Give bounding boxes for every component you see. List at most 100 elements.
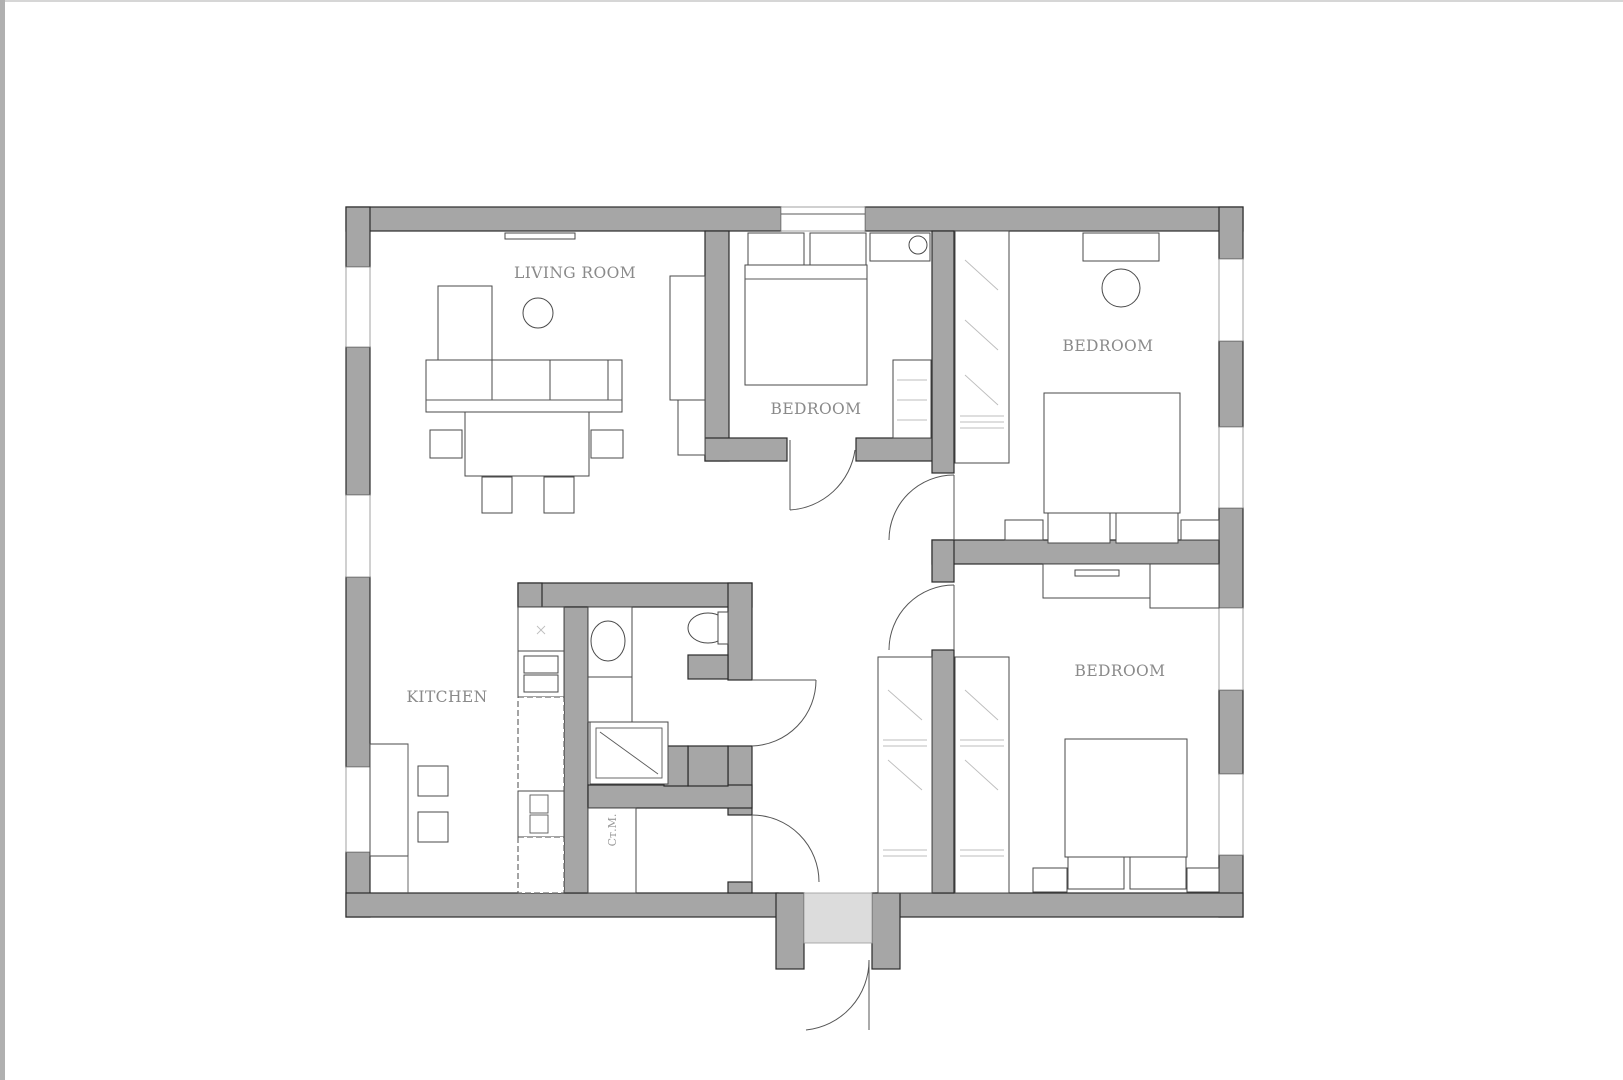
nightstand-tr-right bbox=[1180, 519, 1220, 541]
dresser-top-bedroom bbox=[1082, 232, 1160, 262]
double-bed-top-right bbox=[1043, 392, 1181, 514]
top-right-bedroom-furniture bbox=[954, 230, 1220, 544]
wardrobe-hatch-2 bbox=[964, 319, 999, 351]
wall-bedrooms-divider bbox=[931, 539, 1220, 565]
window-right-4 bbox=[1218, 773, 1244, 856]
living-room-furniture bbox=[425, 232, 706, 514]
wall-entrance-left bbox=[775, 892, 805, 970]
bathroom-fixtures bbox=[587, 606, 729, 894]
doors bbox=[751, 440, 955, 1031]
wall-right-2 bbox=[1218, 340, 1244, 428]
wall-bottom-right bbox=[875, 892, 1244, 918]
wall-bath-nib-top bbox=[687, 654, 729, 680]
window-right-1 bbox=[1218, 258, 1244, 342]
window-left-3 bbox=[345, 766, 371, 853]
window-top bbox=[780, 206, 866, 232]
windows bbox=[345, 206, 1244, 856]
wall-bath-bottom bbox=[587, 784, 753, 809]
wardrobe-hatch-3 bbox=[964, 374, 999, 406]
wall-right-1 bbox=[1218, 206, 1244, 260]
side-cabinet bbox=[677, 399, 706, 456]
wall-bath-top bbox=[517, 582, 753, 608]
kitchen-counter-bottom bbox=[517, 836, 565, 894]
wall-shelf bbox=[504, 232, 576, 240]
wall-entrance-right bbox=[871, 892, 901, 970]
wall-bath-nib-bottom bbox=[687, 745, 729, 787]
wardrobe-b-hatch-2 bbox=[964, 759, 999, 791]
window-right-2 bbox=[1218, 426, 1244, 509]
cabinet-x-2 bbox=[536, 625, 546, 635]
wall-right-4 bbox=[1218, 689, 1244, 775]
door-arc-small-bedroom bbox=[789, 449, 856, 511]
wall-bedroom-divider bbox=[931, 230, 955, 474]
wardrobe-hatch-1 bbox=[964, 259, 999, 291]
wall-left-3 bbox=[345, 576, 371, 768]
pillow-left bbox=[1047, 512, 1111, 544]
wardrobe-c-hatch-2 bbox=[887, 759, 923, 791]
walls bbox=[345, 206, 1244, 970]
burner-1 bbox=[529, 794, 549, 814]
bar-stool-2 bbox=[417, 811, 449, 843]
wardrobe-c-hatch-1 bbox=[887, 689, 923, 721]
label-storage: Ст.М. bbox=[606, 814, 619, 847]
pillow-right bbox=[1115, 512, 1179, 544]
window-left-2 bbox=[345, 494, 371, 578]
small-bedroom-furniture bbox=[744, 232, 932, 439]
label-bedroom-small: BEDROOM bbox=[771, 400, 862, 418]
nightstand-tr-left bbox=[1004, 519, 1044, 541]
chair-left bbox=[429, 429, 463, 459]
shower-glass bbox=[599, 731, 659, 775]
dresser-bottom-bedroom bbox=[1042, 563, 1154, 599]
window-left-1 bbox=[345, 266, 371, 348]
sink-bowl-2 bbox=[523, 674, 559, 693]
door-arc-storage bbox=[751, 814, 820, 883]
door-arc-top-bedroom bbox=[888, 474, 955, 541]
sofa-cushion-2 bbox=[549, 359, 609, 401]
wall-left-1 bbox=[345, 206, 371, 268]
wall-kitchen-bath bbox=[563, 606, 589, 894]
door-arc-bathroom bbox=[751, 679, 817, 747]
window-right-3 bbox=[1218, 607, 1244, 691]
wall-corridor-stub bbox=[931, 539, 955, 583]
shelving-unit bbox=[892, 359, 932, 439]
kitchen-cabinet-top bbox=[517, 606, 565, 652]
sofa-cushion-1 bbox=[491, 359, 551, 401]
wall-left-2 bbox=[345, 346, 371, 496]
shower-inner bbox=[595, 727, 663, 779]
label-bedroom-bottom-right: BEDROOM bbox=[1075, 662, 1166, 680]
nightstand-left bbox=[747, 232, 805, 266]
round-sink bbox=[908, 235, 928, 255]
sink-bowl-1 bbox=[523, 655, 559, 674]
kitchen-furniture bbox=[369, 606, 565, 894]
nightstand-br-right bbox=[1186, 867, 1220, 893]
double-bed-small bbox=[744, 264, 868, 386]
wall-bath-right-bottom bbox=[727, 881, 753, 894]
kitchen-counter bbox=[517, 696, 565, 792]
label-living-room: LIVING ROOM bbox=[514, 264, 636, 282]
wall-bath-corner bbox=[517, 582, 543, 608]
bathroom-cabinet bbox=[587, 676, 633, 723]
tv-unit bbox=[669, 275, 706, 401]
round-table-living bbox=[522, 297, 554, 329]
chair-bottom-2 bbox=[543, 476, 575, 514]
wall-bottom-bedroom-left bbox=[931, 649, 955, 894]
nightstand-right bbox=[809, 232, 867, 266]
wall-right-3 bbox=[1218, 507, 1244, 609]
double-bed-bottom-right bbox=[1064, 738, 1188, 858]
label-kitchen: KITCHEN bbox=[406, 688, 487, 706]
toilet-tank bbox=[717, 611, 729, 645]
page-left-border bbox=[0, 0, 5, 1080]
pillow-br-right bbox=[1129, 856, 1187, 890]
wall-small-bedroom-left bbox=[704, 230, 730, 462]
round-table-bedroom bbox=[1101, 268, 1141, 308]
bathroom-sink bbox=[590, 620, 626, 662]
dining-table bbox=[464, 411, 590, 477]
label-bedroom-top-right: BEDROOM bbox=[1063, 337, 1154, 355]
chair-bottom-1 bbox=[481, 476, 513, 514]
wall-small-bedroom-bottom-left bbox=[704, 437, 788, 462]
wardrobe-top-bedroom bbox=[954, 230, 1010, 464]
chair-right bbox=[590, 429, 624, 459]
burner-2 bbox=[529, 814, 549, 834]
